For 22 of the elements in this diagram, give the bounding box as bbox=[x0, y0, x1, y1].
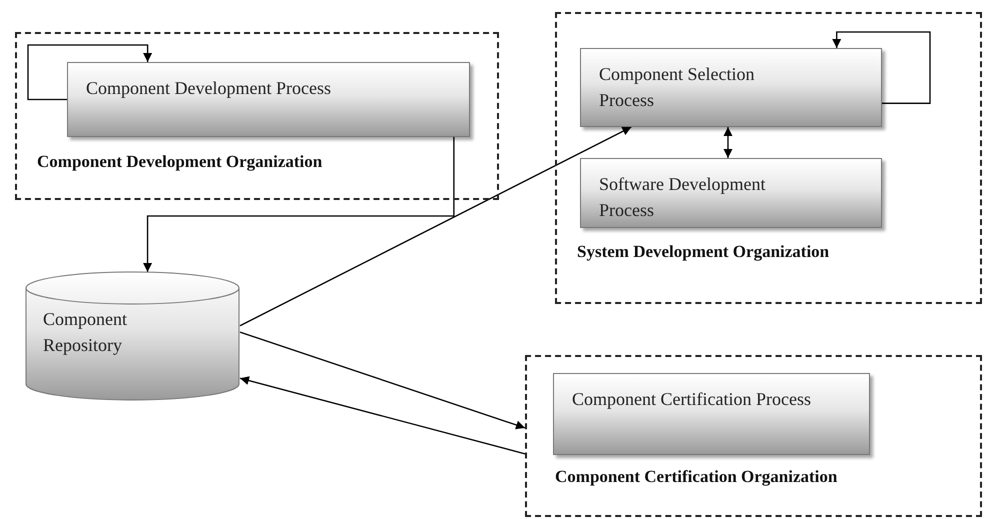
node-label: Component Repository bbox=[43, 308, 128, 357]
arrow bbox=[240, 126, 632, 326]
organization-group bbox=[555, 12, 982, 304]
group-heading: Component Development Organization bbox=[37, 152, 322, 172]
node-label: Software Development Process bbox=[599, 173, 766, 222]
arrow bbox=[143, 137, 455, 272]
arrow bbox=[27, 44, 152, 100]
node-label: Component Certification Process bbox=[572, 388, 812, 411]
process-box bbox=[67, 62, 470, 137]
organization-group bbox=[15, 32, 499, 200]
process-box bbox=[580, 158, 882, 228]
arrow bbox=[240, 376, 526, 454]
process-box bbox=[553, 373, 870, 455]
node-label: Component Selection Process bbox=[599, 63, 756, 112]
group-heading: System Development Organization bbox=[577, 242, 830, 262]
arrow bbox=[832, 31, 931, 104]
arrow bbox=[240, 332, 526, 430]
group-heading: Component Certification Organization bbox=[555, 467, 838, 487]
arrow bbox=[723, 127, 732, 158]
organization-group bbox=[525, 355, 982, 517]
node-label: Component Development Process bbox=[86, 77, 332, 100]
process-box bbox=[580, 48, 882, 127]
